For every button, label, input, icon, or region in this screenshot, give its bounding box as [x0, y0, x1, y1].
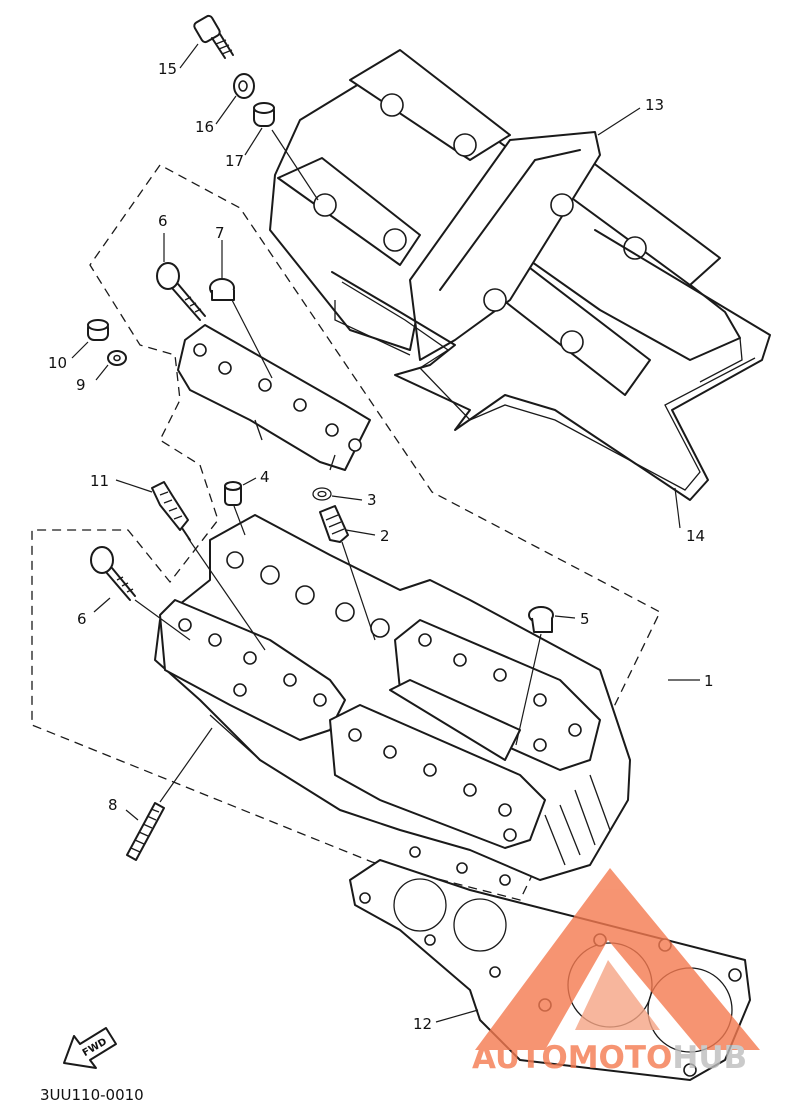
- watermark-triangle-inner: [575, 960, 660, 1030]
- spark-plug-11: [151, 481, 191, 541]
- callout-9: 9: [76, 376, 86, 394]
- callout-4: 4: [260, 468, 270, 486]
- callout-8: 8: [108, 796, 118, 814]
- leader-6-lower: [93, 597, 111, 613]
- leader-14: [674, 487, 681, 529]
- callout-6-upper: 6: [158, 212, 168, 230]
- leader-15: [179, 43, 199, 69]
- callout-17: 17: [225, 152, 244, 170]
- fitting-2: [319, 505, 349, 543]
- forward-direction-arrow: FWD: [63, 1027, 117, 1069]
- leader-2-guide: [341, 541, 376, 641]
- leader-10: [71, 341, 89, 359]
- leader-4: [242, 477, 257, 486]
- bolt-15: [193, 14, 234, 59]
- watermark-triangle-outer: [475, 868, 760, 1050]
- plug-7: [209, 278, 235, 301]
- leader-17-guide: [271, 129, 319, 201]
- watermark-text-auto: AUTOMOTO: [472, 1040, 672, 1076]
- callout-1: 1: [704, 672, 714, 690]
- leader-13: [597, 107, 641, 136]
- cylinder-head-cover: [269, 49, 743, 396]
- callout-6-lower: 6: [77, 610, 87, 628]
- stud-8: [126, 802, 165, 861]
- callout-13: 13: [645, 96, 664, 114]
- leader-2: [345, 529, 376, 536]
- watermark-logo: AUTOMOTOHUB: [472, 868, 760, 1076]
- leader-5: [554, 615, 576, 619]
- callout-15: 15: [158, 60, 177, 78]
- plug-5: [528, 606, 554, 633]
- callout-14: 14: [686, 527, 705, 545]
- leader-17: [244, 127, 263, 156]
- callout-3: 3: [367, 491, 377, 509]
- leader-12: [435, 1009, 479, 1023]
- leader-6-lower-guide: [134, 599, 191, 641]
- leader-4-guide: [233, 505, 246, 536]
- head-cover-gasket: [331, 229, 771, 501]
- diagram-code: 3UU110-0010: [40, 1086, 144, 1104]
- leader-5-guide: [515, 633, 542, 746]
- callout-12: 12: [413, 1015, 432, 1033]
- leader-11: [115, 479, 153, 493]
- callout-16: 16: [195, 118, 214, 136]
- callout-10: 10: [48, 354, 67, 372]
- leader-8-guide: [159, 727, 213, 803]
- cylinder-head: [154, 514, 631, 886]
- grommet-17: [253, 102, 275, 127]
- washer-16: [233, 73, 255, 99]
- callout-7: 7: [215, 224, 225, 242]
- circlip-3: [312, 487, 332, 501]
- leader-9: [95, 364, 109, 381]
- assembly-boundary-outline: [31, 164, 661, 901]
- camshaft-cap-rear: [177, 324, 371, 471]
- watermark-text-hub: HUB: [672, 1040, 747, 1076]
- leader-16: [215, 95, 237, 125]
- callout-11: 11: [90, 472, 109, 490]
- bolt-6-lower: [90, 546, 136, 601]
- leader-3: [331, 495, 363, 501]
- leader-7-guide: [231, 299, 273, 379]
- callout-2: 2: [380, 527, 390, 545]
- bolt-6-upper: [156, 262, 206, 321]
- leader-11-guide: [187, 537, 266, 651]
- washer-9: [107, 350, 127, 366]
- callout-5: 5: [580, 610, 590, 628]
- watermark-text: AUTOMOTOHUB: [472, 1040, 747, 1076]
- leader-8: [125, 809, 139, 821]
- cap-10: [87, 319, 109, 341]
- dowel-pin-4: [224, 481, 242, 506]
